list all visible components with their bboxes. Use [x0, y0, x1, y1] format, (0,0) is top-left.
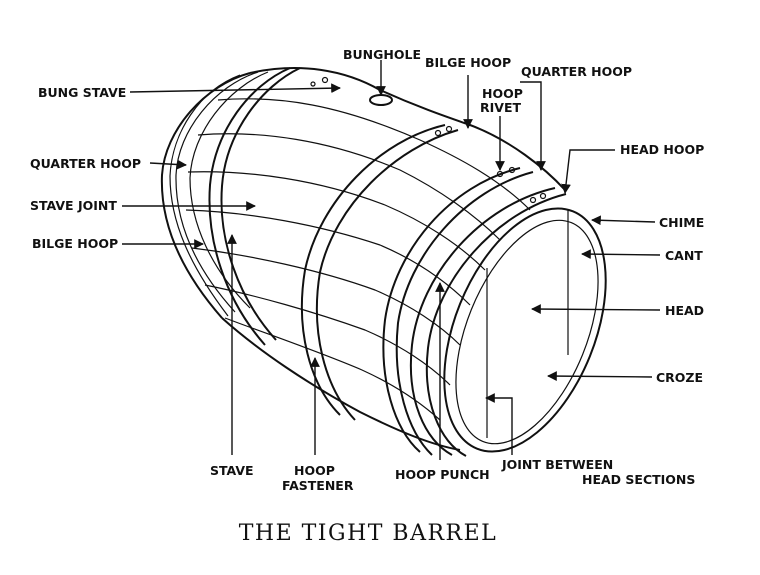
label-croze: CROZE	[656, 370, 703, 385]
label-hoop-punch: HOOP PUNCH	[395, 467, 490, 482]
center-bilge-hoop	[300, 124, 446, 416]
leader-lines	[122, 60, 661, 460]
front-quarter-hoop	[382, 167, 521, 453]
label-head: HEAD	[665, 303, 704, 318]
labels: BUNGHOLE BILGE HOOP QUARTER HOOP HOOP RI…	[30, 47, 704, 493]
top-silhouette	[249, 67, 566, 191]
label-hoop-fastener-line2: FASTENER	[282, 478, 354, 493]
label-bunghole: BUNGHOLE	[343, 47, 421, 62]
label-bilge-hoop-left: BILGE HOOP	[32, 236, 118, 251]
label-quarter-hoop-top: QUARTER HOOP	[521, 64, 632, 79]
diagram-title: THE TIGHT BARREL	[239, 521, 498, 546]
bunghole-mark	[369, 94, 393, 106]
stave-lines	[185, 98, 531, 421]
label-bilge-hoop-top: BILGE HOOP	[425, 55, 511, 70]
back-quarter-hoop	[175, 71, 259, 313]
back-end-outline	[160, 72, 251, 319]
label-stave-joint: STAVE JOINT	[30, 198, 117, 213]
label-quarter-hoop-left: QUARTER HOOP	[30, 156, 141, 171]
label-joint-between-line1: JOINT BETWEEN	[501, 457, 613, 472]
back-bilge-hoop	[189, 71, 269, 309]
label-head-hoop: HEAD HOOP	[620, 142, 704, 157]
front-head-hoop	[410, 187, 556, 456]
label-joint-between-line2: HEAD SECTIONS	[582, 472, 695, 487]
rivets	[310, 76, 547, 204]
label-hoop-rivet-line1: HOOP	[482, 86, 523, 101]
barrel-body	[160, 67, 607, 457]
label-cant: CANT	[665, 248, 703, 263]
bottom-silhouette	[221, 317, 461, 451]
label-hoop-rivet-line2: RIVET	[480, 100, 521, 115]
label-chime: CHIME	[659, 215, 704, 230]
label-stave: STAVE	[210, 463, 254, 478]
barrel-head-inner	[455, 219, 599, 445]
label-hoop-fastener-line1: HOOP	[294, 463, 335, 478]
left-quarter-hoop	[208, 67, 291, 346]
barrel-head-outer	[443, 207, 607, 453]
label-bung-stave: BUNG STAVE	[38, 85, 126, 100]
